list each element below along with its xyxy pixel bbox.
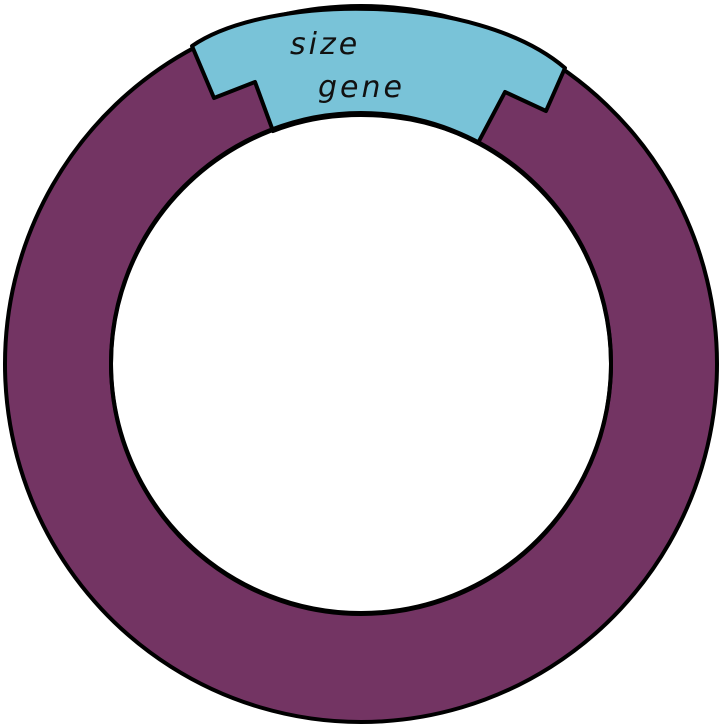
plasmid-inner-circle bbox=[109, 111, 613, 615]
gene-label-line1: size bbox=[290, 27, 360, 62]
gene-label-line2: gene bbox=[318, 70, 405, 105]
gene-insert-segment bbox=[190, 6, 567, 145]
